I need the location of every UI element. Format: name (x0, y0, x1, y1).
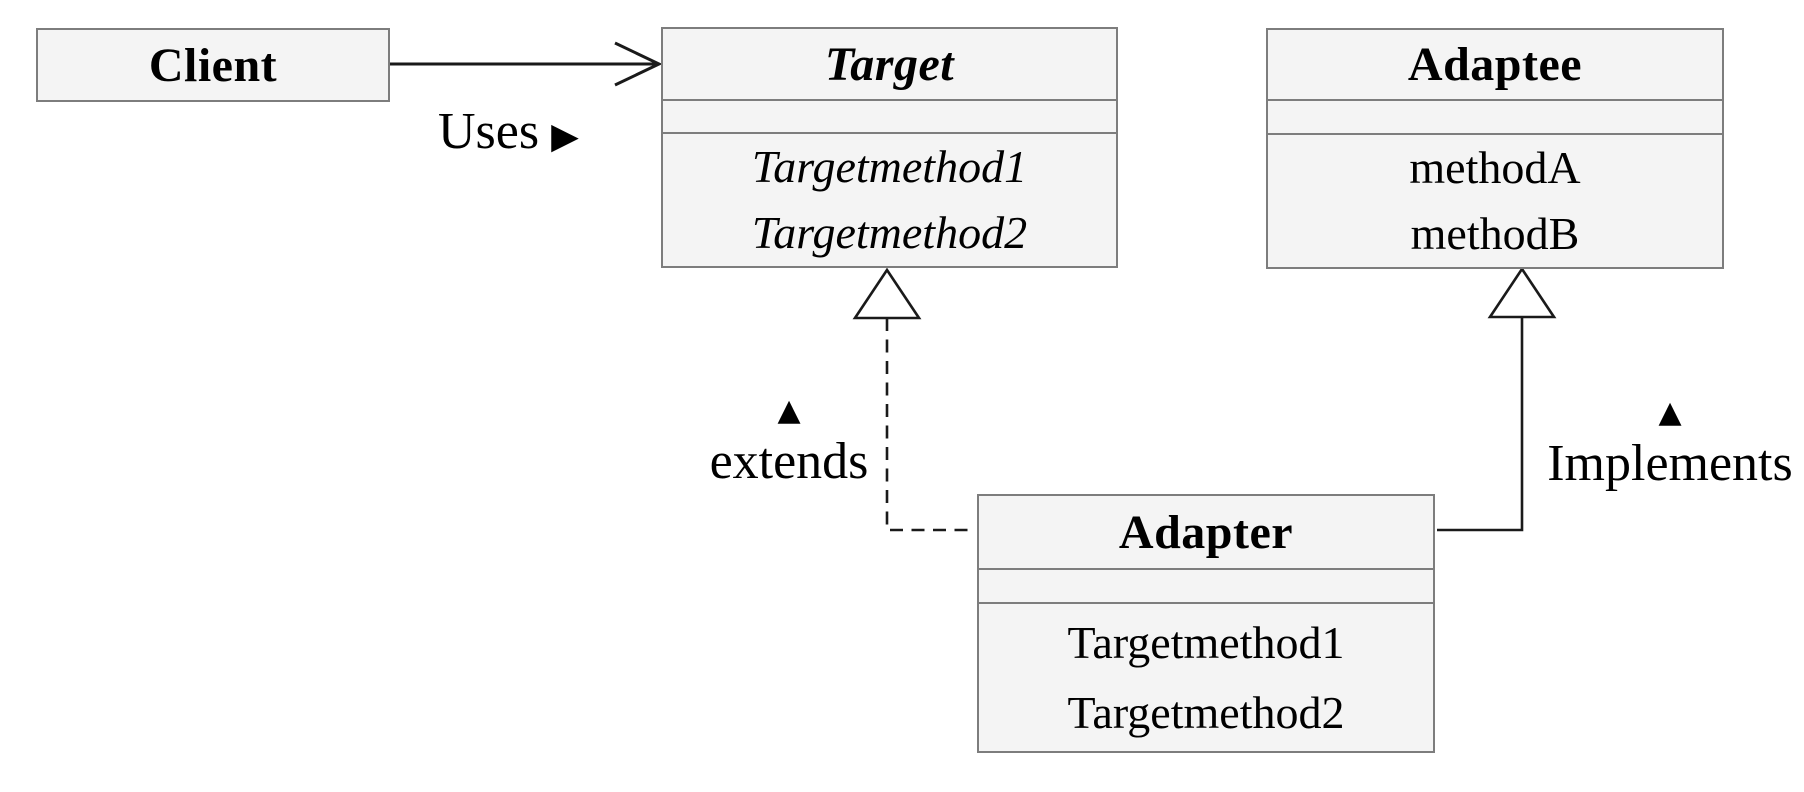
uses-relationship-label: Uses ▶ (438, 104, 579, 165)
methods-compartment-adapter: Targetmethod1 Targetmethod2 (979, 604, 1433, 751)
method-item: methodB (1410, 208, 1580, 259)
class-box-target: Target Targetmethod1 Targetmethod2 (661, 27, 1118, 268)
generalization-triangle-adaptee-icon (1487, 266, 1557, 319)
method-item: Targetmethod1 (1067, 616, 1345, 668)
extends-dashed-line (885, 318, 975, 532)
class-name-target: Target (824, 37, 955, 91)
class-box-adapter: Adapter Targetmethod1 Targetmethod2 (977, 494, 1435, 753)
methods-compartment-adaptee: methodA methodB (1268, 135, 1722, 267)
methods-compartment-target: Targetmethod1 Targetmethod2 (663, 134, 1116, 266)
uses-direction-icon: ▶ (551, 116, 579, 157)
extends-relationship-label: ▲ extends (689, 396, 889, 488)
open-arrowhead-icon (614, 41, 663, 87)
class-name-adaptee: Adaptee (1407, 37, 1583, 91)
extends-label-text: extends (709, 433, 869, 490)
implements-relationship-label: ▲ Implements (1545, 398, 1795, 490)
method-item: Targetmethod1 (751, 141, 1028, 192)
method-item: Targetmethod2 (751, 207, 1028, 258)
attributes-compartment-adaptee (1268, 98, 1722, 135)
implements-label-text: Implements (1547, 435, 1793, 492)
attributes-compartment-adapter (979, 568, 1433, 604)
attributes-compartment-target (663, 99, 1116, 134)
implements-direction-icon: ▲ (1658, 395, 1682, 430)
class-box-adaptee: Adaptee methodA methodB (1266, 28, 1724, 269)
method-item: Targetmethod2 (1067, 686, 1345, 738)
uses-label-text: Uses (438, 103, 540, 160)
implements-solid-line (1437, 318, 1524, 532)
method-item: methodA (1409, 142, 1581, 193)
generalization-triangle-target-icon (852, 267, 922, 320)
class-name-adapter: Adapter (1118, 505, 1294, 559)
class-box-client: Client (36, 28, 390, 102)
extends-direction-icon: ▲ (777, 393, 801, 428)
class-name-client: Client (148, 38, 278, 92)
